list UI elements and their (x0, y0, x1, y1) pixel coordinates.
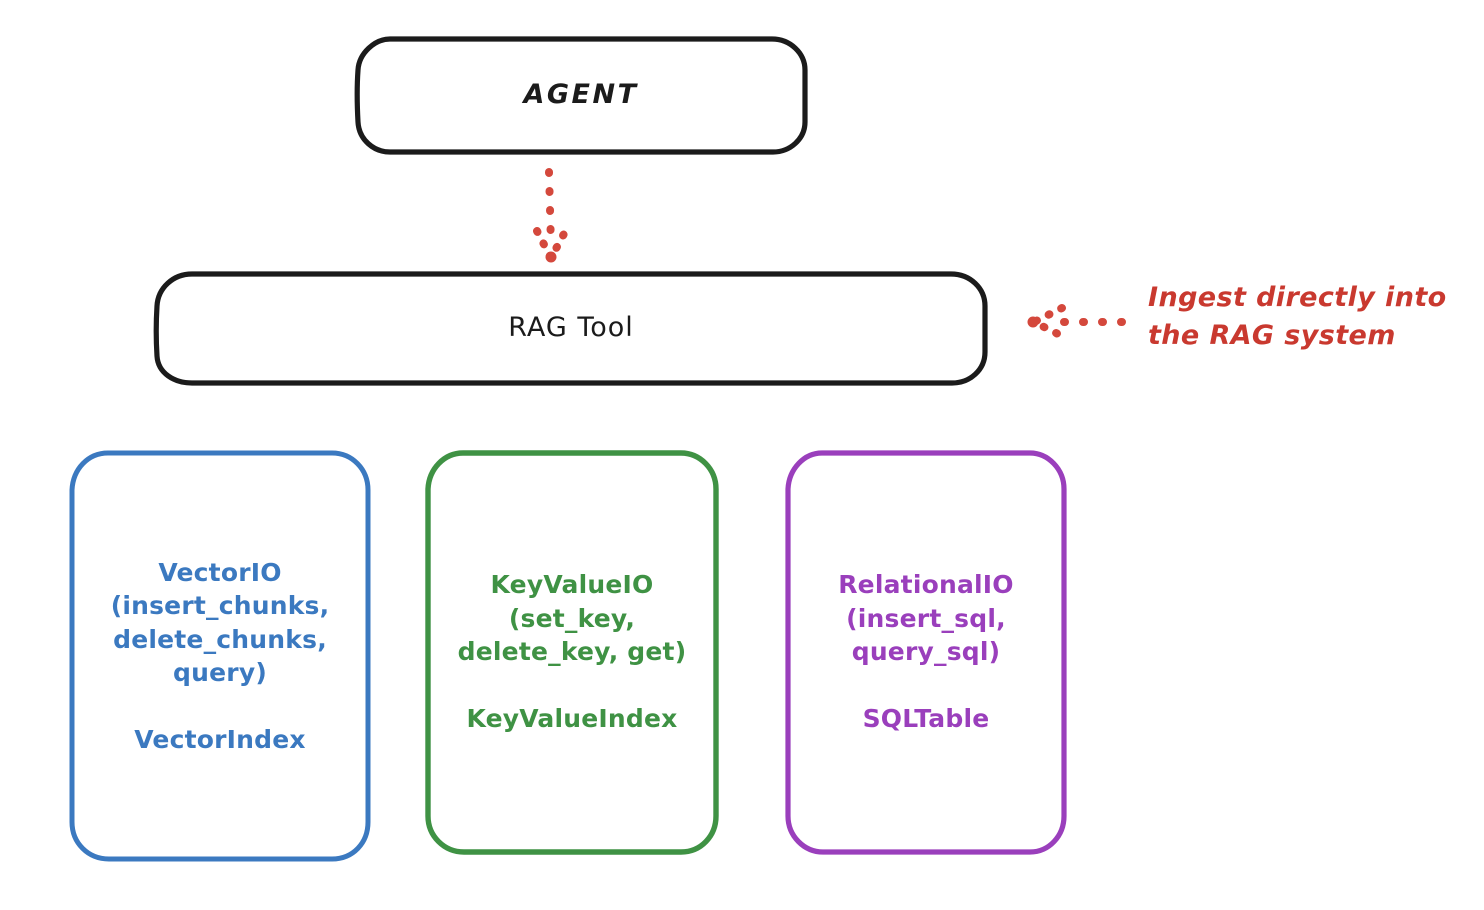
agent-node-label: AGENT (523, 78, 639, 110)
agent-node[interactable]: AGENT (357, 38, 805, 152)
ingest-annotation-label: Ingest directly into the RAG system (1148, 282, 1447, 352)
edge-agent-to-rag-tool (533, 168, 570, 267)
edge-ingest-to-rag-tool (1025, 304, 1126, 340)
key-value-io-node-label: KeyValueIO (set_key, delete_key, get) Ke… (457, 570, 687, 734)
relational-io-box-outline (785, 450, 1067, 855)
vector-io-box-outline (69, 450, 371, 862)
vector-io-node-label: VectorIO (insert_chunks, delete_chunks, … (110, 557, 330, 755)
agent-box-outline (354, 36, 808, 155)
key-value-io-box-outline (425, 450, 719, 855)
vector-io-node[interactable]: VectorIO (insert_chunks, delete_chunks, … (72, 452, 368, 860)
key-value-io-node[interactable]: KeyValueIO (set_key, delete_key, get) Ke… (428, 452, 716, 852)
rag-tool-node[interactable]: RAG Tool (157, 273, 985, 383)
relational-io-node-label: RelationalIO (insert_sql, query_sql) SQL… (838, 570, 1014, 734)
relational-io-node[interactable]: RelationalIO (insert_sql, query_sql) SQL… (788, 452, 1064, 852)
rag-tool-node-label: RAG Tool (508, 311, 634, 343)
rag-tool-box-outline (153, 271, 988, 386)
